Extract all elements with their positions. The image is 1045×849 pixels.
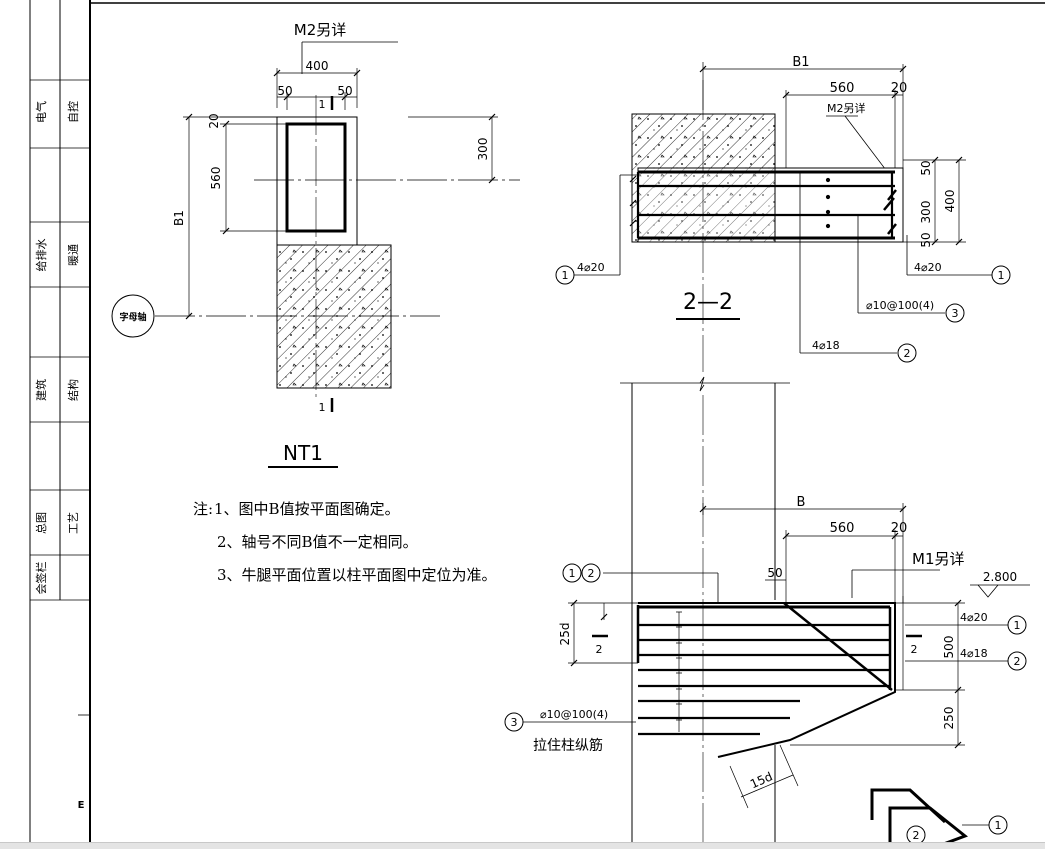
sheet-mark: E (78, 800, 85, 811)
elev-tie-note: 拉住柱纵筋 (533, 737, 603, 754)
s22-dim-50-top: 50 (919, 160, 933, 175)
plan-section-bottom-label: 1 (319, 401, 326, 414)
bottom-callout-1: 1 (995, 819, 1002, 832)
title-cell-plumbing: 给排水 (34, 239, 48, 272)
title-cell-hvac: 暖通 (67, 244, 80, 266)
plan-view-labels: M2另详 400 50 50 20 560 B1 300 1 1 字母轴 NT1 (119, 21, 490, 465)
elev-rebar-18: 4⌀18 (960, 647, 988, 660)
plan-dim-50-right: 50 (337, 84, 352, 98)
s22-callout-1-right: 1 (998, 269, 1005, 282)
s22-dim-300: 300 (919, 201, 933, 224)
elev-m1-label: M1另详 (912, 550, 965, 568)
s22-rebar-right: 4⌀20 (914, 261, 942, 274)
elev-level: 2.800 (983, 570, 1017, 584)
horizontal-scrollbar[interactable] (0, 842, 1045, 849)
elev-section-left: 2 (596, 643, 603, 656)
s22-callout-1-left: 1 (562, 269, 569, 282)
elev-dim-b: B (797, 495, 806, 510)
elev-dim-250: 250 (942, 707, 956, 730)
s22-dim-50-bottom: 50 (919, 232, 933, 247)
axis-bubble-label: 字母轴 (119, 311, 146, 323)
elev-section-right: 2 (911, 643, 918, 656)
plan-dim-560: 560 (209, 167, 223, 190)
title-cell-control: 自控 (66, 101, 80, 123)
elevation-labels: B 560 20 50 M1另详 2.800 1 2 4⌀20 4⌀18 1 2… (511, 495, 1021, 842)
plan-title: NT1 (283, 441, 323, 465)
elev-dim-560: 560 (830, 521, 855, 536)
elev-callout-3: 3 (511, 716, 518, 729)
plan-dim-300: 300 (476, 138, 490, 161)
s22-dim-400: 400 (943, 190, 957, 213)
plan-section-top-label: 1 (319, 98, 326, 111)
elev-callout-1b: 1 (1014, 619, 1021, 632)
title-cell-structure: 结构 (66, 379, 80, 401)
notes-prefix: 注: (193, 500, 213, 518)
elev-dim-25d: 25d (558, 623, 572, 646)
elev-callout-1: 1 (569, 567, 576, 580)
s22-dim-560: 560 (830, 81, 855, 96)
s22-dim-b1: B1 (792, 55, 809, 70)
elev-stirrup: ⌀10@100(4) (540, 708, 608, 721)
elev-dim-500: 500 (942, 636, 956, 659)
note-3: 3、牛腿平面位置以柱平面图中定位为准。 (217, 566, 497, 584)
elevation-view (504, 376, 1030, 849)
title-block: 电气 自控 给排水 暖通 建筑 结构 总图 工艺 会签栏 E (29, 0, 1045, 849)
title-cell-process: 工艺 (67, 512, 80, 534)
section-2-2 (555, 62, 1011, 372)
plan-dim-b1: B1 (172, 210, 186, 226)
plan-dim-20: 20 (207, 113, 221, 128)
elev-callout-2: 2 (588, 567, 595, 580)
s22-rebar-left: 4⌀20 (577, 261, 605, 274)
s22-rebar-18: 4⌀18 (812, 339, 840, 352)
note-2: 2、轴号不同B值不一定相同。 (217, 533, 418, 551)
s22-callout-2: 2 (904, 347, 911, 360)
section-2-2-labels: B1 560 20 M2另详 50 300 50 400 4⌀20 4⌀20 ⌀… (562, 55, 1005, 360)
s22-m2-label: M2另详 (827, 101, 866, 115)
s22-callout-3: 3 (952, 307, 959, 320)
countersign-label: 会签栏 (34, 562, 48, 595)
elev-callout-2b: 2 (1014, 655, 1021, 668)
s22-stirrup: ⌀10@100(4) (866, 299, 934, 312)
plan-view-nt1 (111, 41, 520, 468)
elev-rebar-20: 4⌀20 (960, 611, 988, 624)
elev-dim-50: 50 (767, 566, 782, 580)
plan-m2-label: M2另详 (294, 21, 347, 39)
title-cell-general: 总图 (34, 512, 48, 534)
bottom-callout-2: 2 (913, 829, 920, 842)
plan-dim-50-left: 50 (277, 84, 292, 98)
title-cell-architecture: 建筑 (34, 379, 48, 401)
elev-dim-20: 20 (891, 521, 908, 536)
plan-dim-400: 400 (306, 59, 329, 73)
s22-dim-20: 20 (891, 81, 908, 96)
notes: 注: 1、图中B值按平面图确定。 2、轴号不同B值不一定相同。 3、牛腿平面位置… (193, 500, 497, 584)
s22-title: 2—2 (683, 290, 733, 315)
title-cell-electrical: 电气 (34, 101, 48, 123)
note-1: 1、图中B值按平面图确定。 (214, 500, 400, 518)
